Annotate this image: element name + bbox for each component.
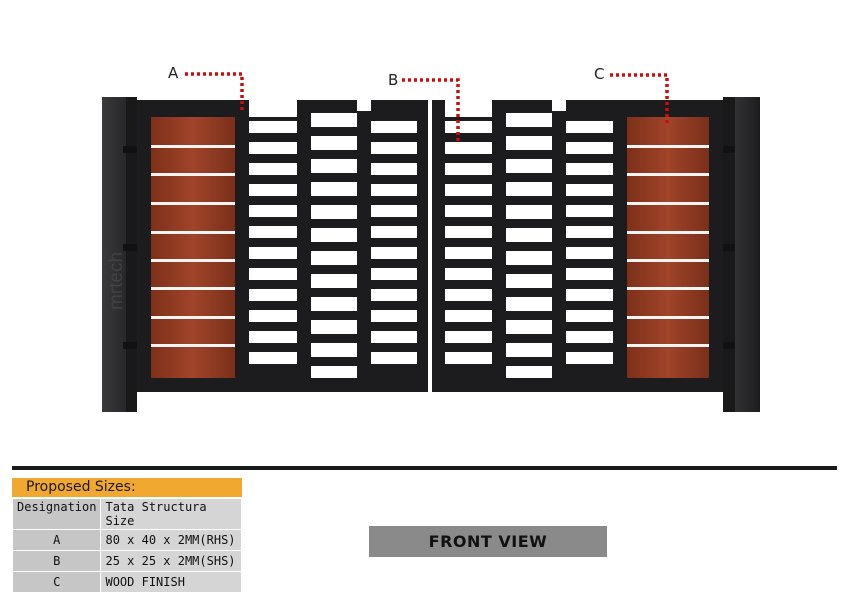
column-header-designation: Designation xyxy=(11,498,102,530)
designation-cell: B xyxy=(11,550,102,572)
watermark: mrtech xyxy=(106,252,127,310)
front-view-label: FRONT VIEW xyxy=(369,526,607,557)
callout-label-c: C xyxy=(594,65,605,83)
table-row: A 80 x 40 x 2MM(RHS) xyxy=(11,529,242,551)
callout-c-leader xyxy=(610,73,669,125)
section-divider xyxy=(12,466,837,470)
callout-label-b: B xyxy=(388,71,399,89)
right-slat-grid xyxy=(445,113,613,378)
left-pillar xyxy=(102,97,137,412)
sizes-table: Designation Tata Structura Size A 80 x 4… xyxy=(11,498,242,593)
table-row: C WOOD FINISH xyxy=(11,571,242,593)
designation-cell: C xyxy=(11,571,102,593)
size-cell: 80 x 40 x 2MM(RHS) xyxy=(100,529,242,551)
callout-label-a: A xyxy=(168,64,179,82)
table-row: B 25 x 25 x 2MM(SHS) xyxy=(11,550,242,572)
gate-front-view-drawing: mrtech xyxy=(102,72,760,412)
table-header-row: Designation Tata Structura Size xyxy=(11,498,242,530)
proposed-sizes-table: Proposed Sizes: Designation Tata Structu… xyxy=(11,478,242,593)
right-gate-leaf xyxy=(432,100,723,392)
callout-b-leader xyxy=(402,78,460,143)
left-gate-leaf xyxy=(137,100,428,392)
left-slat-grid xyxy=(249,113,417,378)
right-pillar xyxy=(721,97,760,412)
column-header-size: Tata Structura Size xyxy=(100,498,242,530)
callout-a-leader xyxy=(185,72,244,110)
right-wood-panel xyxy=(627,117,709,378)
size-cell: 25 x 25 x 2MM(SHS) xyxy=(100,550,242,572)
designation-cell: A xyxy=(11,529,102,551)
proposed-sizes-heading: Proposed Sizes: xyxy=(12,478,242,497)
size-cell: WOOD FINISH xyxy=(100,571,242,593)
left-wood-panel xyxy=(151,117,235,378)
